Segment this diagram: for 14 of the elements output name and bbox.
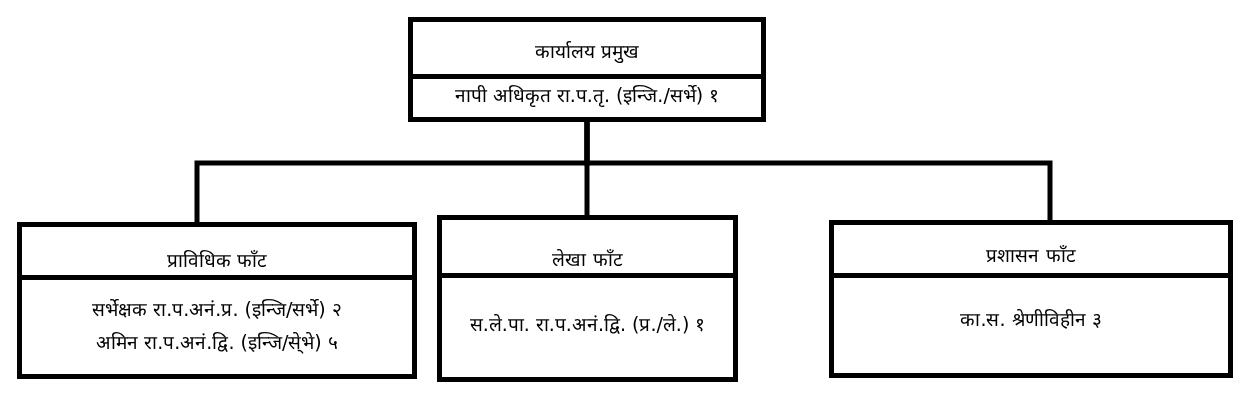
box-heading: प्रशासन फाँट	[834, 225, 1228, 278]
org-box	[17, 222, 417, 379]
org-box	[829, 220, 1233, 378]
position-text: स.ले.पा. रा.प.अनं.द्वि. (प्र./ले.) १	[468, 312, 707, 336]
position-text: सर्भेक्षक रा.प.अनं.प्र. (इन्जि/सर्भे) २	[91, 297, 343, 321]
box-heading: कार्यालय प्रमुख	[413, 22, 761, 79]
org-box	[408, 17, 766, 122]
box-heading: लेखा फाँट	[442, 220, 733, 278]
position-text: नापी अधिकृत रा.प.तृ. (इन्जि./सर्भे) १	[453, 83, 721, 107]
position-text: का.स. श्रेणीविहीन ३	[959, 307, 1103, 331]
org-box	[437, 215, 738, 382]
connector-line	[584, 122, 1053, 220]
position-text: अमिन रा.प.अनं.द्वि. (इन्जि/से्भे) ५	[95, 330, 339, 354]
box-heading: प्राविधिक फाँट	[22, 227, 412, 280]
